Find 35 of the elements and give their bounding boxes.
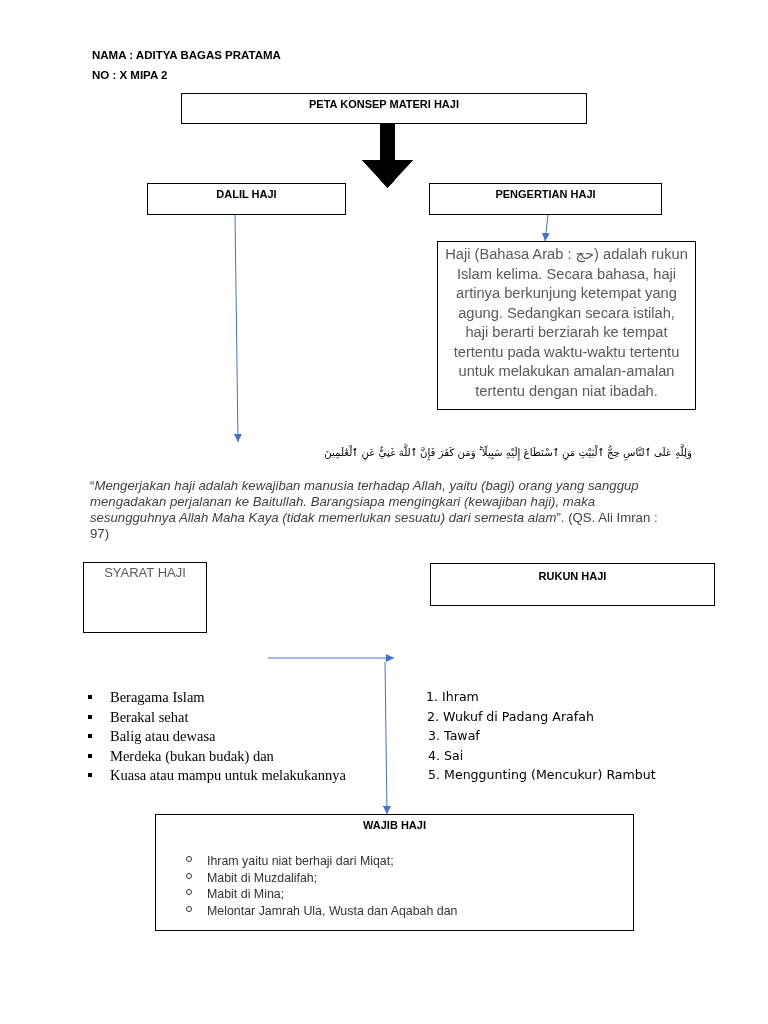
list-item: 2. Wukuf di Padang Arafah <box>427 707 594 725</box>
topic-box <box>430 563 715 606</box>
box-heading: WAJIB HAJI <box>363 819 426 832</box>
list-item: Beragama Islam <box>110 688 205 706</box>
list-item: Mabit di Muzdalifah; <box>207 870 318 886</box>
list-item: Merdeka (bukan budak) dan <box>110 746 274 765</box>
box-heading: DALIL HAJI <box>216 188 277 201</box>
list-item: Kuasa atau mampu untuk melakukannya <box>110 766 346 784</box>
list-item: 4. Sai <box>428 746 464 764</box>
list-item: 5. Menggunting (Mencukur) Rambut <box>428 766 656 783</box>
box-heading: SYARAT HAJI <box>104 565 186 580</box>
box-heading: RUKUN HAJI <box>538 570 607 583</box>
header-text: NO : X MIPA 2 <box>92 68 168 82</box>
topic-box <box>429 183 662 215</box>
list-item: Melontar Jamrah Ula, Wusta dan Aqabah dan <box>207 903 458 919</box>
topic-box <box>83 562 207 633</box>
arabic-verse: وَلِلَّهِ عَلَى ٱلنَّاسِ حِجُّ ٱلْبَيْتِ مَنِ ٱسْتَطَاعَ إِلَيْهِ سَبِيلًا ۚ وَمَن كَفَرَ فَإِنَّ ٱللَّهَ غَنِيٌّ عَنِ ٱلْعَٰلَمِينَ <box>324 444 692 462</box>
header-text: NAMA : ADITYA BAGAS PRATAMA <box>92 48 281 62</box>
arrow <box>541 214 550 242</box>
title-box <box>181 93 587 124</box>
definition-text: Haji (Bahasa Arab : حج) adalah rukun Islam kelima. Secara bahasa, haji artinya berkunjung ketempat yang agung. Sedangkan secara istilah, haji berarti berziarah ke tempat tertentu pada waktu-waktu tertentu untuk melakukan amalan-amalan tertentu dengan niat ibadah. <box>445 245 688 401</box>
list-item: 1. Ihram <box>426 688 479 705</box>
list-item: Balig atau dewasa <box>110 727 216 745</box>
quote-text: “Mengerjakan haji adalah kewajiban manusia terhadap Allah, yaitu (bagi) orang yang sanggup mengadakan perjalanan ke Baitullah. Barangsiapa mengingkari (kewajiban haji), maka sesungguhnya Allah Maha Kaya (tidak memerlukan sesuatu) dari semesta alam”. (QS. Ali Imran : 97) <box>90 478 659 542</box>
box-heading: PENGERTIAN HAJI <box>495 188 596 201</box>
topic-box <box>147 183 346 215</box>
list-item: Mabit di Mina; <box>207 887 285 902</box>
list-item: Berakal sehat <box>110 707 189 726</box>
list-box <box>155 814 634 931</box>
list-item: 3. Tawaf <box>428 727 480 744</box>
arrow <box>382 661 391 815</box>
block-arrow <box>361 124 414 188</box>
arrow <box>233 214 242 443</box>
list-item: Ihram yaitu niat berhaji dari Miqat; <box>207 854 394 869</box>
box-heading: PETA KONSEP MATERI HAJI <box>309 98 459 111</box>
